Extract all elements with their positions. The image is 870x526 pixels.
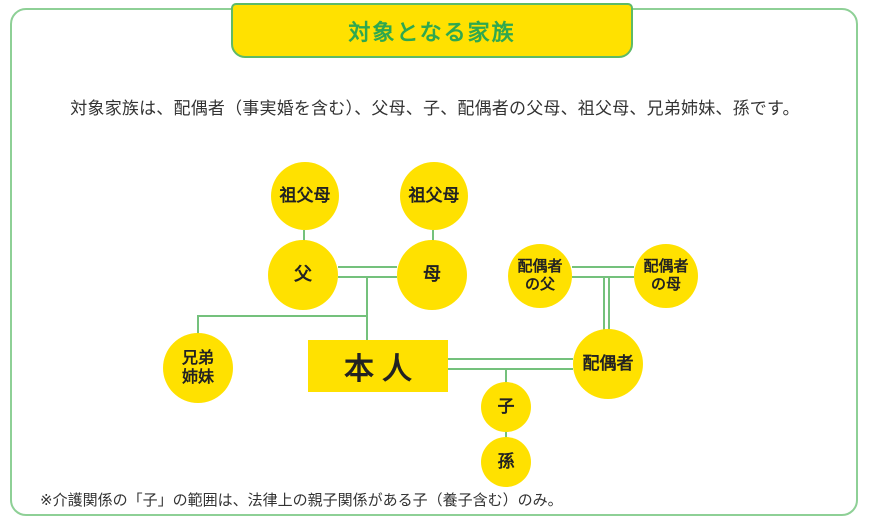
node-father-label: 父 <box>294 264 312 285</box>
node-grandparents-left: 祖父母 <box>271 162 339 230</box>
title-banner: 対象となる家族 <box>231 3 633 58</box>
connector-child-grandchild <box>505 431 507 439</box>
node-self: 本人 <box>308 340 448 392</box>
connector-parents-self <box>366 278 368 340</box>
connector-couple-child <box>505 370 507 383</box>
node-spouse-mother-label: 配偶者 の母 <box>643 258 689 293</box>
node-self-label: 本人 <box>344 353 420 386</box>
footnote-text: ※介護関係の「子」の範囲は、法律上の親子関係がある子（養子含む）のみ。 <box>40 492 563 509</box>
connector-marriage-spouse-parents <box>572 266 634 278</box>
node-mother: 母 <box>397 240 467 310</box>
page-title: 対象となる家族 <box>348 19 516 45</box>
connector-grandparents-left-father <box>303 230 305 242</box>
node-spouse-mother: 配偶者 の母 <box>634 244 698 308</box>
connector-marriage-father-mother <box>338 266 397 278</box>
connector-grandparents-right-mother <box>432 230 434 242</box>
node-child-label: 子 <box>497 396 515 416</box>
connector-spouse-parents-spouse <box>603 278 610 330</box>
node-siblings-label: 兄弟 姉妹 <box>181 349 214 386</box>
node-spouse: 配偶者 <box>573 329 643 399</box>
connector-branch-siblings-vertical <box>197 315 199 334</box>
node-spouse-label: 配偶者 <box>582 353 634 373</box>
node-spouse-father: 配偶者 の父 <box>508 244 572 308</box>
node-father: 父 <box>268 240 338 310</box>
node-mother-label: 母 <box>423 264 441 285</box>
node-grandparents-right: 祖父母 <box>400 162 468 230</box>
node-grandparents-left-label: 祖父母 <box>279 185 331 205</box>
description-text: 対象家族は、配偶者（事実婚を含む）、父母、子、配偶者の父母、祖父母、兄弟姉妹、孫… <box>70 99 800 118</box>
node-siblings: 兄弟 姉妹 <box>163 333 233 403</box>
node-grandchild: 孫 <box>481 437 531 487</box>
node-child: 子 <box>481 382 531 432</box>
connector-branch-siblings-horizontal <box>197 315 368 317</box>
connector-marriage-self-spouse <box>448 358 573 370</box>
node-grandchild-label: 孫 <box>497 451 515 471</box>
node-spouse-father-label: 配偶者 の父 <box>517 258 563 293</box>
node-grandparents-right-label: 祖父母 <box>408 185 460 205</box>
